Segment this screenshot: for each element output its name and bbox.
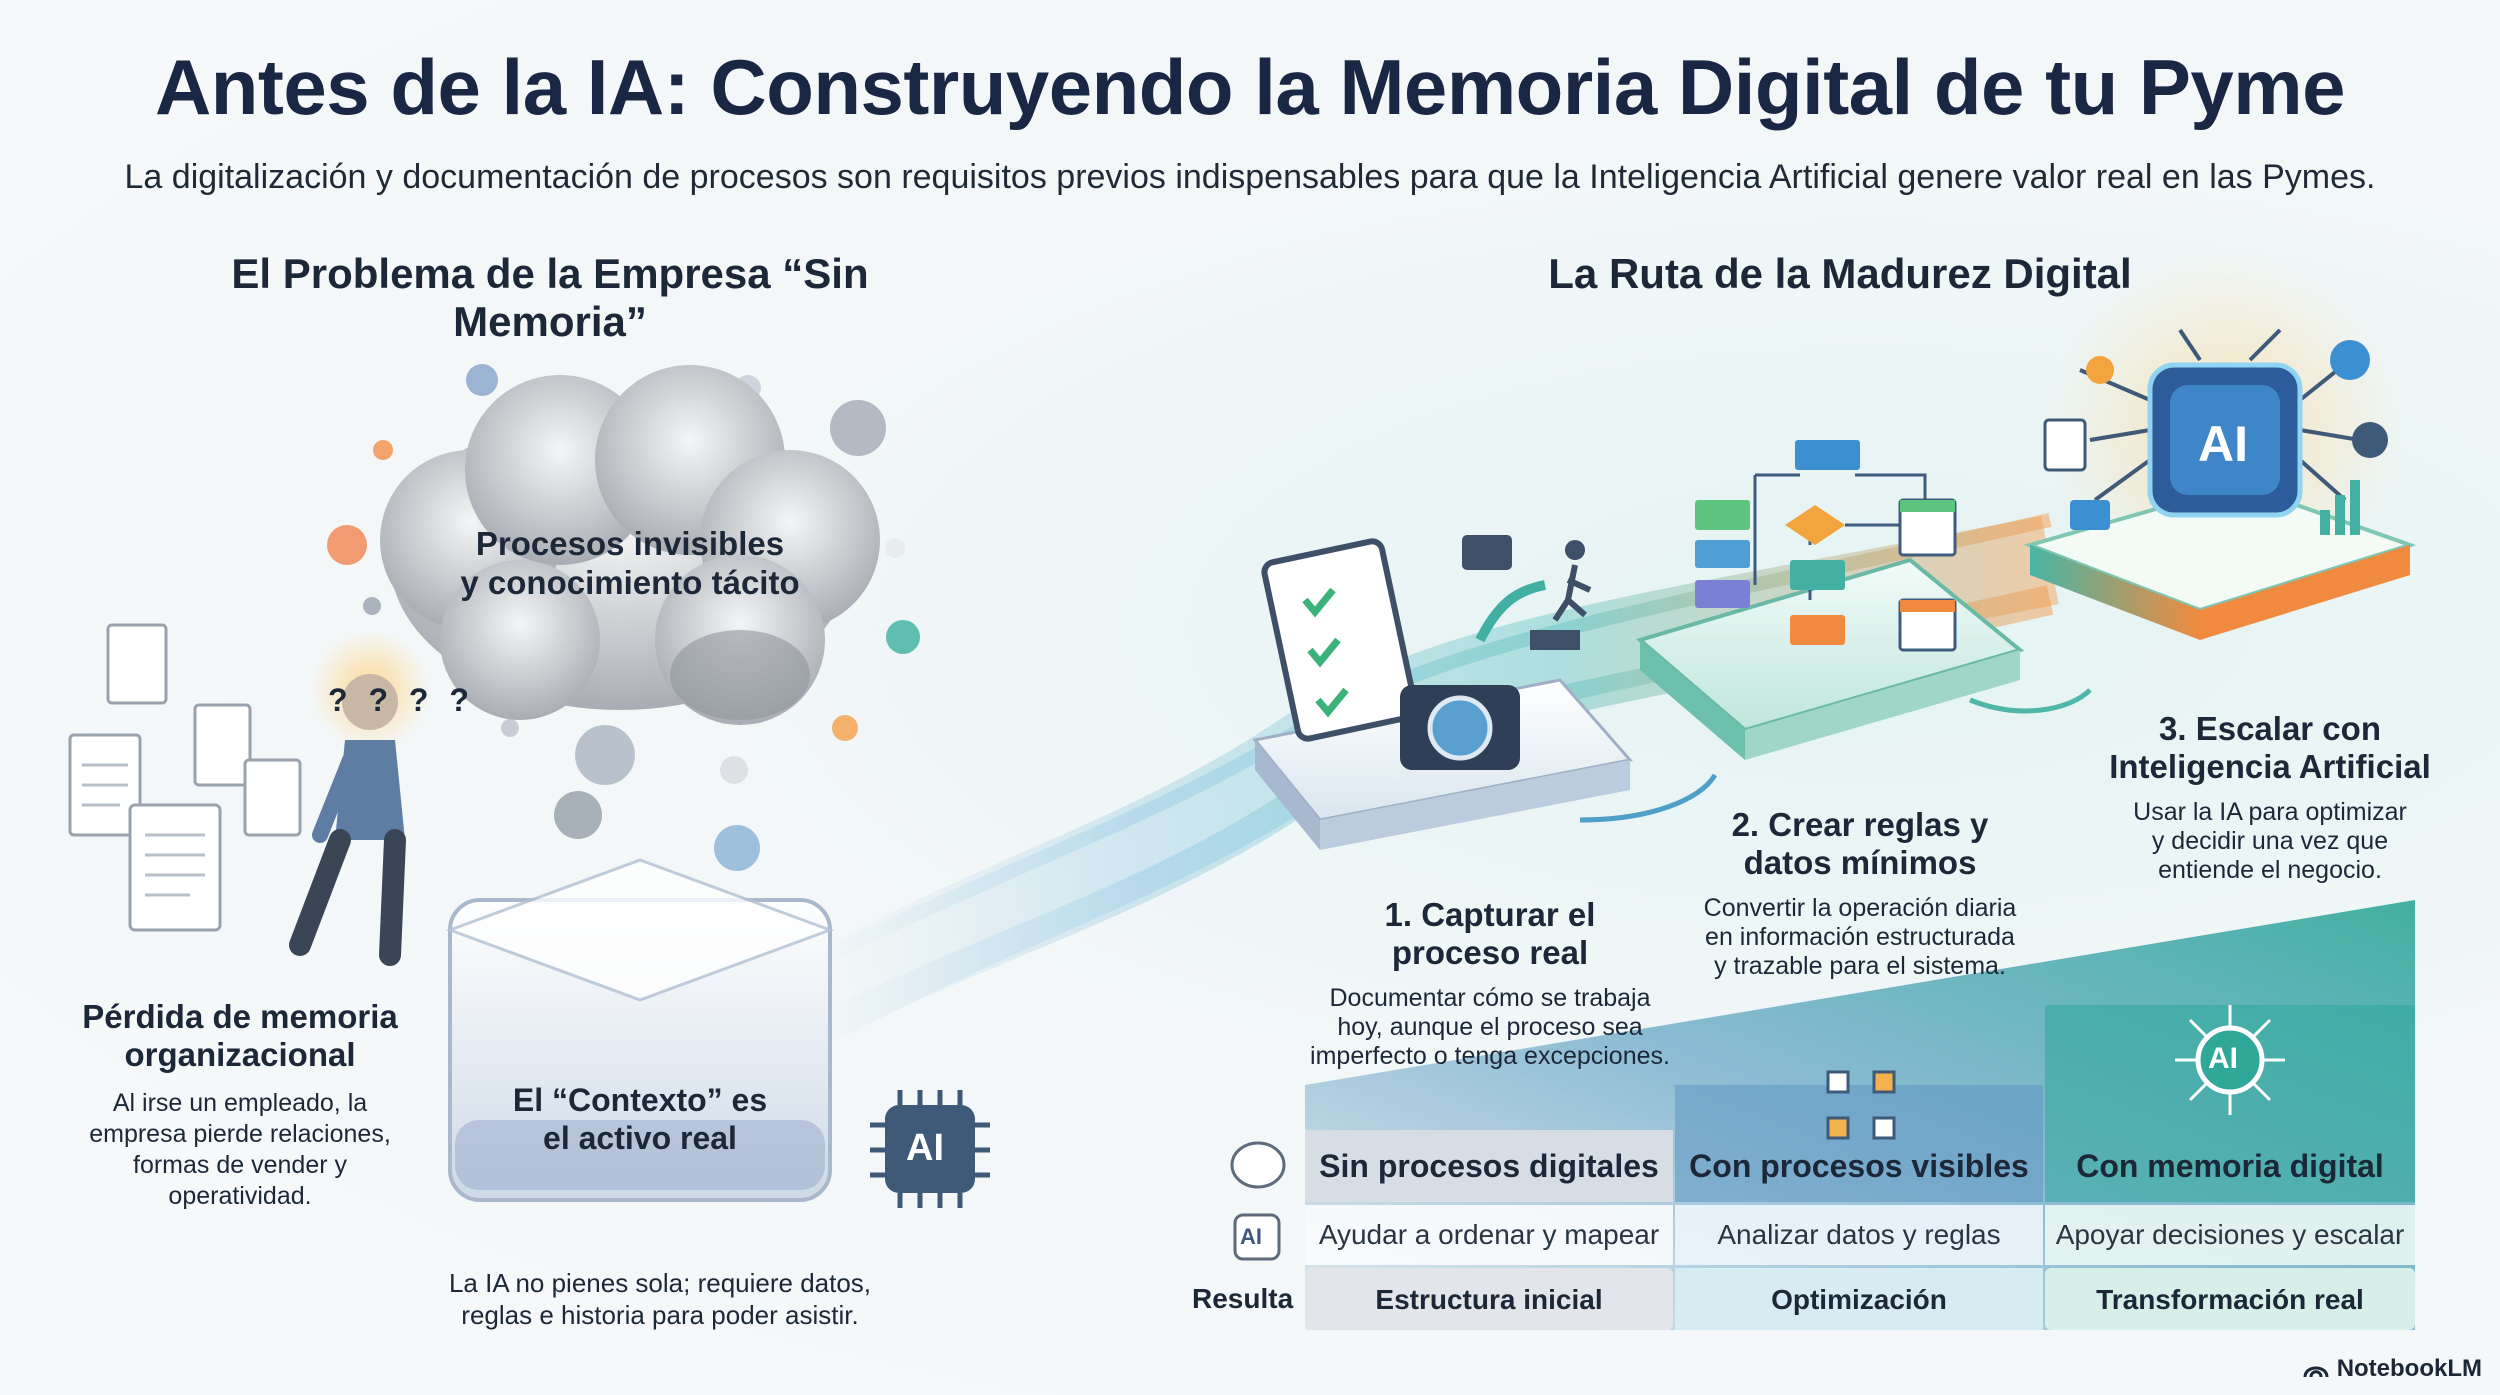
step1-title-2: proceso real	[1391, 934, 1589, 971]
table-result-cell-1: Estructura inicial	[1375, 1284, 1603, 1315]
step2-body-1: Convertir la operación diaria	[1703, 894, 2017, 922]
page-subtitle: La digitalización y documentación de pro…	[124, 158, 2376, 196]
loss-title-1: Pérdida de memoria	[82, 998, 398, 1035]
step2-title-2: datos mínimos	[1743, 844, 1977, 881]
step2-title-1: 2. Crear reglas y	[1731, 806, 1989, 843]
step1-platform	[1252, 535, 1633, 850]
right-section-heading: La Ruta de la Madurez Digital	[1548, 250, 2132, 297]
table-ai-row-label: AI	[1240, 1224, 1262, 1249]
loss-body-3: formas de vender y	[133, 1151, 347, 1179]
left-section-heading: El Problema de la Empresa “Sin Memoria”	[231, 250, 869, 345]
brain-row-icon	[1230, 1141, 1286, 1189]
ai-chip-label: AI	[906, 1127, 944, 1169]
step1-body-1: Documentar cómo se trabaja	[1329, 984, 1651, 1012]
table-col3-ai-icon-label: AI	[2208, 1042, 2238, 1075]
loss-body-1: Al irse un empleado, la	[112, 1089, 368, 1117]
step3-title-2: Inteligencia Artificial	[2109, 748, 2431, 785]
context-box-label-1: El “Contexto” es	[512, 1082, 768, 1118]
loss-body-4: operatividad.	[168, 1182, 312, 1210]
cloud-label-1: Procesos invisibles	[475, 525, 785, 562]
step2-body-3: y trazable para el sistema.	[1714, 952, 2006, 980]
cloud-label-2: y conocimiento tácito	[460, 564, 800, 601]
table-col-header-3: Con memoria digital	[2076, 1147, 2384, 1184]
brand-label: NotebookLM	[2336, 1355, 2482, 1382]
context-box-label-2: el activo real	[543, 1120, 737, 1156]
ai-network-icon	[2175, 1005, 2285, 1115]
step1-title-1: 1. Capturar el	[1384, 896, 1596, 933]
loss-body-2: empresa pierde relaciones,	[89, 1120, 391, 1148]
step3-body-3: entiende el negocio.	[2158, 856, 2382, 884]
ai-row-chip-icon	[1233, 1213, 1281, 1261]
step3-body-2: y decidir una vez que	[2151, 827, 2389, 855]
table-ai-cell-3: Apoyar decisiones y escalar	[2055, 1219, 2405, 1250]
context-box-icon	[445, 858, 835, 1202]
step3-title-1: 3. Escalar con	[2159, 710, 2381, 747]
ai-note-1: La IA no pienes sola; requiere datos,	[448, 1268, 872, 1298]
person-figure-icon	[289, 630, 430, 966]
ai-note-2: reglas e historia para poder asistir.	[461, 1300, 859, 1330]
step3-chip-label: AI	[2198, 416, 2248, 472]
page-title: Antes de la IA: Construyendo la Memoria …	[154, 43, 2346, 131]
table-ai-cell-2: Analizar datos y reglas	[1717, 1219, 2001, 1250]
brand-mark: NotebookLM	[2303, 1355, 2482, 1383]
ai-chip-icon	[870, 1090, 990, 1208]
loss-title-2: organizacional	[124, 1036, 356, 1073]
table-result-label: Resulta	[1192, 1283, 1294, 1314]
table-col-header-1: Sin procesos digitales	[1319, 1147, 1659, 1184]
table-col-header-2: Con procesos visibles	[1689, 1147, 2029, 1184]
notebooklm-logo-icon	[2303, 1366, 2329, 1378]
table-result-cell-3: Transformación real	[2096, 1284, 2364, 1315]
table-result-cell-2: Optimización	[1771, 1284, 1947, 1315]
step3-platform	[2023, 250, 2417, 640]
step2-body-2: en información estructurada	[1705, 923, 2015, 951]
table-ai-cell-1: Ayudar a ordenar y mapear	[1318, 1219, 1660, 1250]
step2-platform	[1635, 440, 2025, 760]
step3-body-1: Usar la IA para optimizar	[2133, 798, 2407, 826]
confusion-question-marks: ? ? ? ?	[328, 682, 475, 718]
step1-body-2: hoy, aunque el proceso sea	[1337, 1013, 1643, 1041]
step1-body-3: imperfecto o tenga excepciones.	[1310, 1042, 1670, 1070]
process-grid-icon	[1826, 1070, 1896, 1140]
brain-cloud-icon	[380, 365, 880, 725]
